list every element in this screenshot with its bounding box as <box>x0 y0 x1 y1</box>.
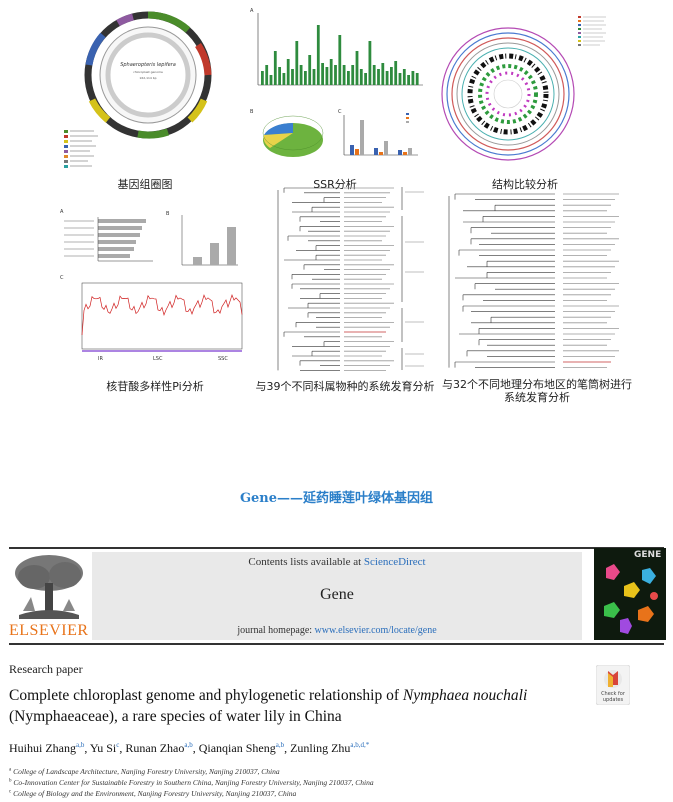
ssr-bar <box>372 65 376 85</box>
ssr-bar <box>355 51 359 85</box>
svg-text:SSC: SSC <box>218 356 228 362</box>
ssr-bar <box>407 75 410 85</box>
caption-structure: 结构比较分析 <box>492 178 558 191</box>
ssr-bar <box>411 71 415 85</box>
ssr-bar <box>381 63 385 85</box>
svg-text:Check for: Check for <box>601 691 626 697</box>
middle-rule <box>9 643 664 645</box>
title-species: Nymphaea nouchali <box>402 687 528 704</box>
homepage-line: journal homepage: www.elsevier.com/locat… <box>237 625 437 636</box>
svg-text:updates: updates <box>603 697 624 703</box>
ssr-bar <box>329 59 333 85</box>
affiliation-a: a College of Landscape Architecture, Nan… <box>9 767 280 776</box>
svg-text:IR: IR <box>98 356 103 362</box>
caption-phylo39: 与39个不同科属物种的系统发育分析 <box>255 380 435 393</box>
ssr-bar <box>265 65 269 85</box>
ssr-bar <box>282 73 286 85</box>
author-list: Huihui Zhanga,b, Yu Sic, Runan Zhaoa,b, … <box>9 741 370 755</box>
author-name[interactable]: Qianqian Sheng <box>198 741 276 755</box>
ssr-bar <box>299 65 303 85</box>
affiliation-c: c College of Biology and the Environment… <box>9 789 297 798</box>
svg-text:B: B <box>250 109 254 115</box>
ssr-bar <box>291 69 294 85</box>
ssr-bar <box>351 65 355 85</box>
svg-text:C: C <box>338 109 342 115</box>
svg-text:B: B <box>166 211 170 217</box>
article-type: Research paper <box>9 662 83 676</box>
author-affiliation-marks: a,b <box>184 741 193 749</box>
author-name[interactable]: Zunling Zhu <box>290 741 351 755</box>
ssr-bar <box>398 73 402 85</box>
ssr-bar <box>261 71 264 85</box>
genome-size: 162,114 bp <box>139 76 156 80</box>
elsevier-wordmark: ELSEVIER <box>9 622 89 639</box>
genome-map-figure: Sphaeropteris lepifera chloroplast genom… <box>64 11 212 168</box>
phylo39-figure <box>277 187 424 371</box>
journal-name: Gene <box>320 586 354 603</box>
author-name[interactable]: Huihui Zhang <box>9 741 76 755</box>
author-name[interactable]: Runan Zhao <box>125 741 185 755</box>
check-for-updates-badge[interactable]: Check for updates <box>595 664 631 706</box>
ssr-bar <box>342 65 346 85</box>
svg-text:LSC: LSC <box>153 356 163 362</box>
ssr-bar <box>316 25 320 85</box>
svg-text:A: A <box>60 209 64 215</box>
author-affiliation-marks: c <box>116 741 120 749</box>
author-affiliation-marks: a,b <box>275 741 285 749</box>
ssr-bar <box>385 71 389 85</box>
ssr-bar <box>368 41 372 85</box>
ssr-bar <box>312 69 316 85</box>
top-rule <box>9 547 664 549</box>
contents-line: Contents lists available at ScienceDirec… <box>248 556 426 568</box>
ssr-bar <box>390 67 393 85</box>
ssr-bar <box>273 51 277 85</box>
caption-pi: 核苷酸多样性Pi分析 <box>106 380 204 393</box>
author-affiliation-marks: a,b,d,* <box>350 741 370 749</box>
pi-figure: A B C IR LSC SSC <box>60 209 243 362</box>
ssr-bar <box>334 65 337 85</box>
journal-banner: Contents lists available at ScienceDirec… <box>92 552 582 640</box>
article-title: Complete chloroplast genome and phylogen… <box>9 687 528 725</box>
caption-phylo32: 与32个不同地理分布地区的笔筒树进行系统发育分析 <box>442 378 632 404</box>
ssr-bar <box>304 71 307 85</box>
section-title: Gene——延药睡莲叶绿体基因组 <box>239 491 434 506</box>
genome-species: Sphaeropteris lepifera <box>120 62 176 68</box>
structure-figure <box>441 16 606 161</box>
caption-genome-map: 基因组圈图 <box>117 178 173 191</box>
journal-cover[interactable]: GENE <box>594 548 666 640</box>
phylo32-figure <box>448 193 619 369</box>
ssr-bar <box>269 75 273 85</box>
ssr-bar <box>415 73 419 85</box>
journal-homepage-link[interactable]: www.elsevier.com/locate/gene <box>314 625 437 636</box>
svg-text:C: C <box>60 275 64 281</box>
ssr-bar <box>402 69 406 85</box>
genome-subtitle: chloroplast genome <box>133 70 163 74</box>
elsevier-tree-logo <box>15 555 83 619</box>
svg-text:A: A <box>250 8 254 14</box>
ssr-bar <box>325 67 329 85</box>
ssr-bar <box>347 71 350 85</box>
ssr-bar <box>278 67 281 85</box>
author-affiliation-marks: a,b <box>76 741 85 749</box>
ssr-bar <box>338 35 342 85</box>
ssr-figure: A B C <box>250 8 423 157</box>
ssr-bar <box>295 41 299 85</box>
ssr-bar <box>308 55 312 85</box>
author-name[interactable]: Yu Si <box>89 741 117 755</box>
ssr-bar <box>394 61 398 85</box>
affiliation-b: b Co-Innovation Center for Sustainable F… <box>9 778 374 787</box>
ssr-bar <box>377 69 380 85</box>
ssr-bar <box>321 63 324 85</box>
ssr-bar <box>286 59 290 85</box>
sciencedirect-link[interactable]: ScienceDirect <box>363 556 426 568</box>
ssr-bar <box>364 73 367 85</box>
cover-label: GENE <box>634 550 662 560</box>
ssr-bar <box>359 69 363 85</box>
